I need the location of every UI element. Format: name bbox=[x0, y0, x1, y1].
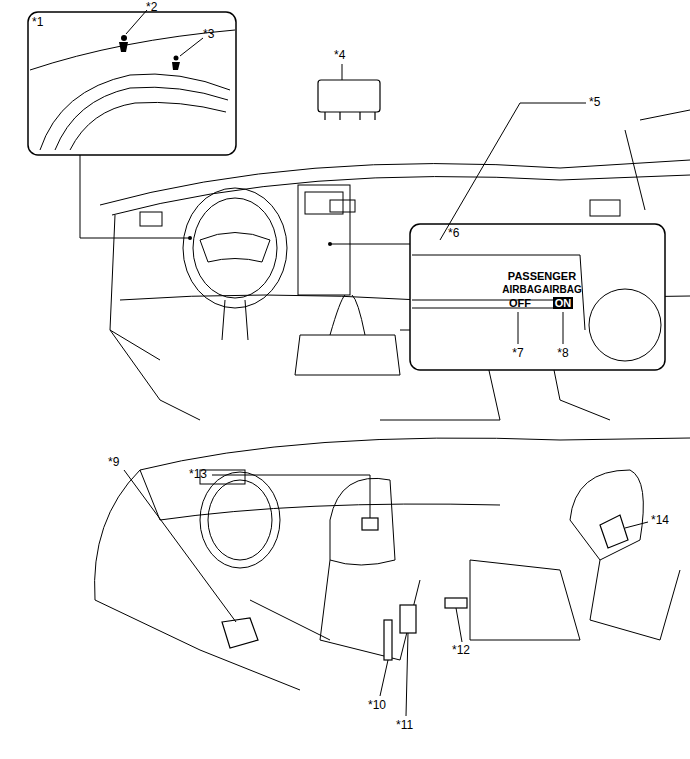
lower-cabin bbox=[250, 600, 330, 640]
leader-lines bbox=[212, 475, 370, 518]
lower-cabin bbox=[208, 480, 272, 560]
component-parts bbox=[362, 518, 378, 530]
upper-cabin bbox=[330, 295, 365, 335]
upper-cabin bbox=[100, 110, 690, 420]
upper-cabin bbox=[110, 215, 160, 360]
upper-cabin bbox=[140, 212, 162, 226]
component-parts bbox=[600, 515, 628, 548]
component-parts bbox=[384, 620, 392, 660]
lower-cabin bbox=[570, 470, 643, 560]
lower-cabin bbox=[95, 438, 690, 600]
callout-number: *8 bbox=[557, 347, 568, 360]
inset-detail bbox=[30, 30, 661, 361]
callout-number: *1 bbox=[32, 16, 43, 29]
leader-lines bbox=[80, 155, 190, 238]
inset-panels bbox=[28, 12, 236, 155]
upper-cabin bbox=[590, 200, 620, 216]
warning-icons bbox=[119, 42, 128, 52]
lower-cabin bbox=[200, 472, 280, 568]
callout-number: *10 bbox=[368, 699, 386, 712]
indicator-off: OFF bbox=[509, 297, 531, 309]
lower-cabin bbox=[95, 600, 300, 690]
airbag-sensor-unit bbox=[318, 80, 380, 112]
upper-cabin bbox=[625, 110, 690, 210]
lower-cabin bbox=[590, 560, 680, 640]
warning-icons bbox=[121, 35, 127, 41]
callout-number: *12 bbox=[452, 644, 470, 657]
airbag-sensor-unit bbox=[318, 80, 380, 120]
leader-dots bbox=[328, 242, 332, 246]
lower-cabin bbox=[330, 478, 395, 565]
callout-number: *14 bbox=[651, 514, 669, 527]
leader-lines bbox=[80, 10, 648, 716]
callout-number: *3 bbox=[203, 28, 214, 41]
inset-panels bbox=[28, 12, 665, 370]
component-parts bbox=[400, 605, 416, 633]
leader-lines bbox=[625, 522, 648, 528]
inset-detail bbox=[589, 289, 661, 361]
leader-dots bbox=[188, 236, 332, 246]
leader-lines bbox=[440, 103, 586, 240]
callout-number: *5 bbox=[589, 96, 600, 109]
upper-cabin bbox=[305, 192, 343, 214]
leader-lines bbox=[518, 312, 519, 344]
inset-detail bbox=[70, 102, 226, 150]
upper-cabin bbox=[222, 300, 248, 340]
leader-lines bbox=[406, 633, 408, 716]
callout-number: *2 bbox=[146, 1, 157, 14]
lower-cabin bbox=[470, 560, 580, 640]
upper-cabin bbox=[200, 233, 270, 263]
component-parts bbox=[222, 618, 258, 648]
indicator-on: ON bbox=[553, 297, 574, 309]
callout-number: *13 bbox=[189, 468, 207, 481]
callout-number: *7 bbox=[512, 347, 523, 360]
inset-detail bbox=[412, 255, 585, 330]
lower-cabin bbox=[95, 438, 690, 690]
panel-text: AIRBAG bbox=[502, 284, 541, 295]
panel-text: AIRBAG bbox=[542, 284, 581, 295]
inset-detail bbox=[55, 87, 228, 150]
warning-icons bbox=[119, 35, 180, 70]
leader-lines bbox=[563, 312, 564, 344]
leader-lines bbox=[180, 38, 203, 56]
leader-lines bbox=[330, 244, 410, 245]
inset-detail bbox=[40, 74, 230, 150]
warning-icons bbox=[174, 56, 179, 61]
upper-cabin bbox=[112, 175, 690, 215]
component-parts bbox=[222, 515, 628, 660]
leader-lines bbox=[124, 470, 236, 622]
airbag-sensor-unit bbox=[325, 112, 375, 120]
lower-cabin bbox=[320, 560, 420, 660]
callout-number: *9 bbox=[108, 456, 119, 469]
leader-lines bbox=[126, 10, 147, 34]
callout-number: *6 bbox=[448, 227, 459, 240]
warning-icons bbox=[172, 62, 180, 70]
leader-dots bbox=[188, 236, 192, 240]
callout-number: *11 bbox=[396, 719, 413, 732]
upper-cabin bbox=[295, 335, 400, 375]
inset-detail bbox=[412, 300, 570, 308]
upper-cabin bbox=[110, 330, 200, 420]
upper-cabin bbox=[330, 200, 355, 212]
leader-lines bbox=[342, 64, 343, 80]
inset-panels bbox=[410, 224, 665, 370]
upper-cabin bbox=[183, 188, 287, 308]
panel-text: PASSENGER bbox=[508, 270, 576, 282]
component-parts bbox=[445, 598, 467, 608]
upper-cabin bbox=[193, 198, 277, 298]
leader-lines bbox=[456, 608, 462, 642]
upper-cabin bbox=[298, 185, 350, 295]
leader-lines bbox=[380, 660, 388, 696]
callout-number: *4 bbox=[334, 49, 345, 62]
